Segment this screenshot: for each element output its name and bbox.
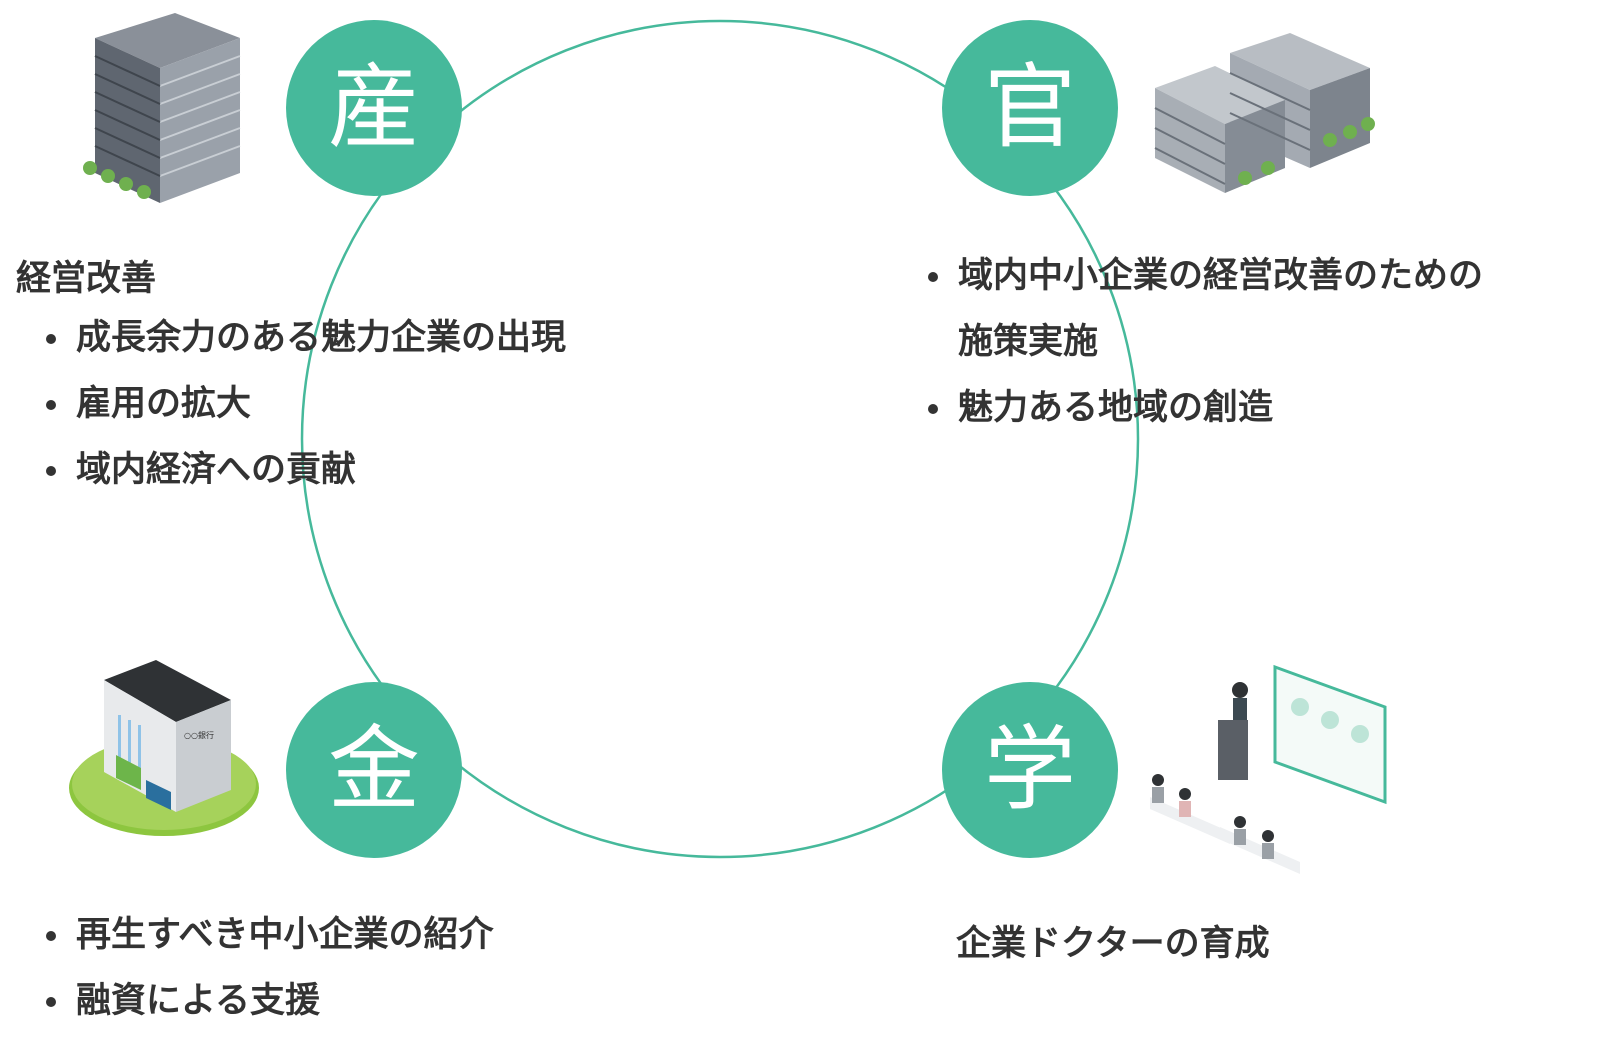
- lecture-classroom-icon: [1150, 664, 1387, 874]
- industry-badge: 産: [286, 20, 462, 196]
- list-item: 再生すべき中小企業の紹介: [44, 902, 494, 968]
- list-item-continuation: 施策実施: [958, 322, 1099, 362]
- bank-building-icon: ○○銀行: [69, 660, 259, 836]
- finance-list: 再生すべき中小企業の紹介 融資による支援: [44, 902, 494, 1034]
- list-item: 域内中小企業の経営改善のための: [926, 243, 1483, 309]
- list-item: 雇用の拡大: [44, 371, 566, 437]
- academia-heading: 企業ドクターの育成: [956, 924, 1270, 964]
- finance-badge-label: 金: [327, 716, 420, 823]
- list-item: 域内経済への貢献: [44, 437, 566, 503]
- list-item: 魅力ある地域の創造: [926, 375, 1483, 441]
- industry-badge-label: 産: [327, 54, 420, 161]
- academia-badge: 学: [942, 682, 1118, 858]
- center-ring: [300, 19, 1140, 859]
- list-item: 成長余力のある魅力企業の出現: [44, 305, 566, 371]
- government-badge: 官: [942, 20, 1118, 196]
- bank-sign: ○○銀行: [184, 730, 214, 740]
- government-badge-label: 官: [983, 54, 1076, 161]
- finance-badge: 金: [286, 682, 462, 858]
- academia-badge-label: 学: [983, 716, 1076, 823]
- office-building-icon: [83, 13, 241, 203]
- industry-heading: 経営改善: [16, 259, 157, 299]
- industry-list: 成長余力のある魅力企業の出現 雇用の拡大 域内経済への貢献: [44, 305, 566, 503]
- government-list: 域内中小企業の経営改善のための 施策実施 魅力ある地域の創造: [926, 243, 1483, 441]
- list-item: 融資による支援: [44, 968, 494, 1034]
- government-building-icon: [1154, 33, 1375, 193]
